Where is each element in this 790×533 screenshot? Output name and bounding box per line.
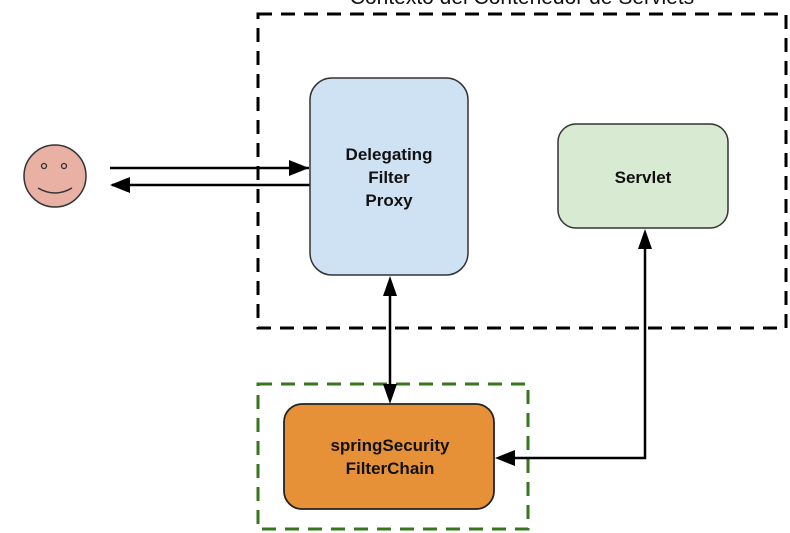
chain-arrowhead <box>383 384 397 404</box>
client-smiley-icon <box>23 144 87 208</box>
node-label: Proxy <box>365 191 413 210</box>
servlet-node: Servlet <box>557 123 729 229</box>
servlet-arrowhead <box>638 229 652 249</box>
proxy-arrowhead <box>383 276 397 296</box>
node-label: Delegating <box>346 145 433 164</box>
node-label: springSecurity <box>330 436 450 455</box>
response-arrowhead <box>110 177 130 193</box>
node-label: Servlet <box>615 168 672 187</box>
servlet-container-boundary <box>256 12 788 330</box>
delegating-filter-proxy-node: Delegating Filter Proxy <box>309 77 469 276</box>
spring-security-filter-chain-node: springSecurity FilterChain <box>283 403 495 510</box>
filterchain-arrowhead <box>495 450 515 466</box>
node-label: Filter <box>368 168 410 187</box>
node-label: FilterChain <box>346 459 435 478</box>
servlet-chain-connector <box>512 245 647 460</box>
request-arrowhead <box>289 160 309 176</box>
